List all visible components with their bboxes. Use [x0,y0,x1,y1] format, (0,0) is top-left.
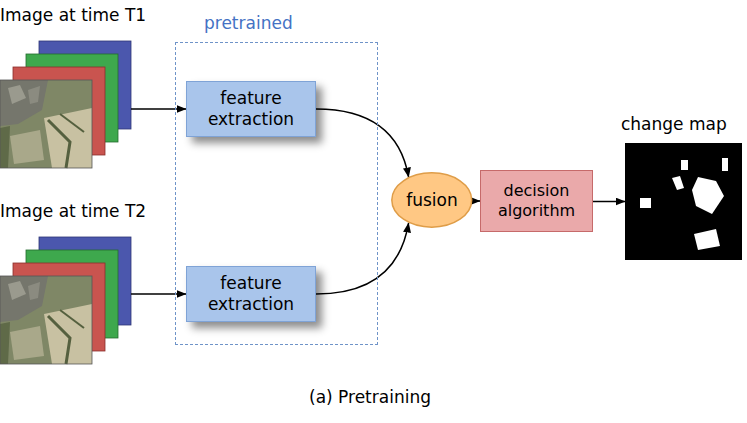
node-label: fusion [406,190,458,211]
node-label: decision algorithm [486,181,587,221]
decision-box: decision algorithm [480,170,593,232]
node-label: feature extraction [195,273,307,315]
process-box: feature extraction [186,266,316,322]
fusion-ellipse: fusion [391,172,473,228]
arrow-connector [473,200,480,202]
node-heading: pretrained [204,12,293,34]
pretrained-group: pretrainedfeature extractionfeature extr… [175,42,378,345]
change-map: change map [625,143,742,260]
image-input: Image at time T2 [0,224,131,366]
node-heading: Image at time T1 [0,4,146,26]
image-stack [0,237,131,364]
arrow-connector [316,223,409,294]
node-heading: Image at time T2 [0,200,146,222]
arrow-connector [131,293,186,295]
node-label: feature extraction [195,88,307,130]
image-input: Image at time T1 [0,28,131,170]
change-map-image [625,143,742,260]
process-box: feature extraction [186,81,316,137]
figure-caption: (a) Pretraining [0,386,740,408]
node-heading: change map [621,113,727,135]
image-stack [0,41,131,168]
arrow-connector [316,109,409,177]
arrow-connector [593,201,625,203]
arrow-connector [131,108,186,110]
